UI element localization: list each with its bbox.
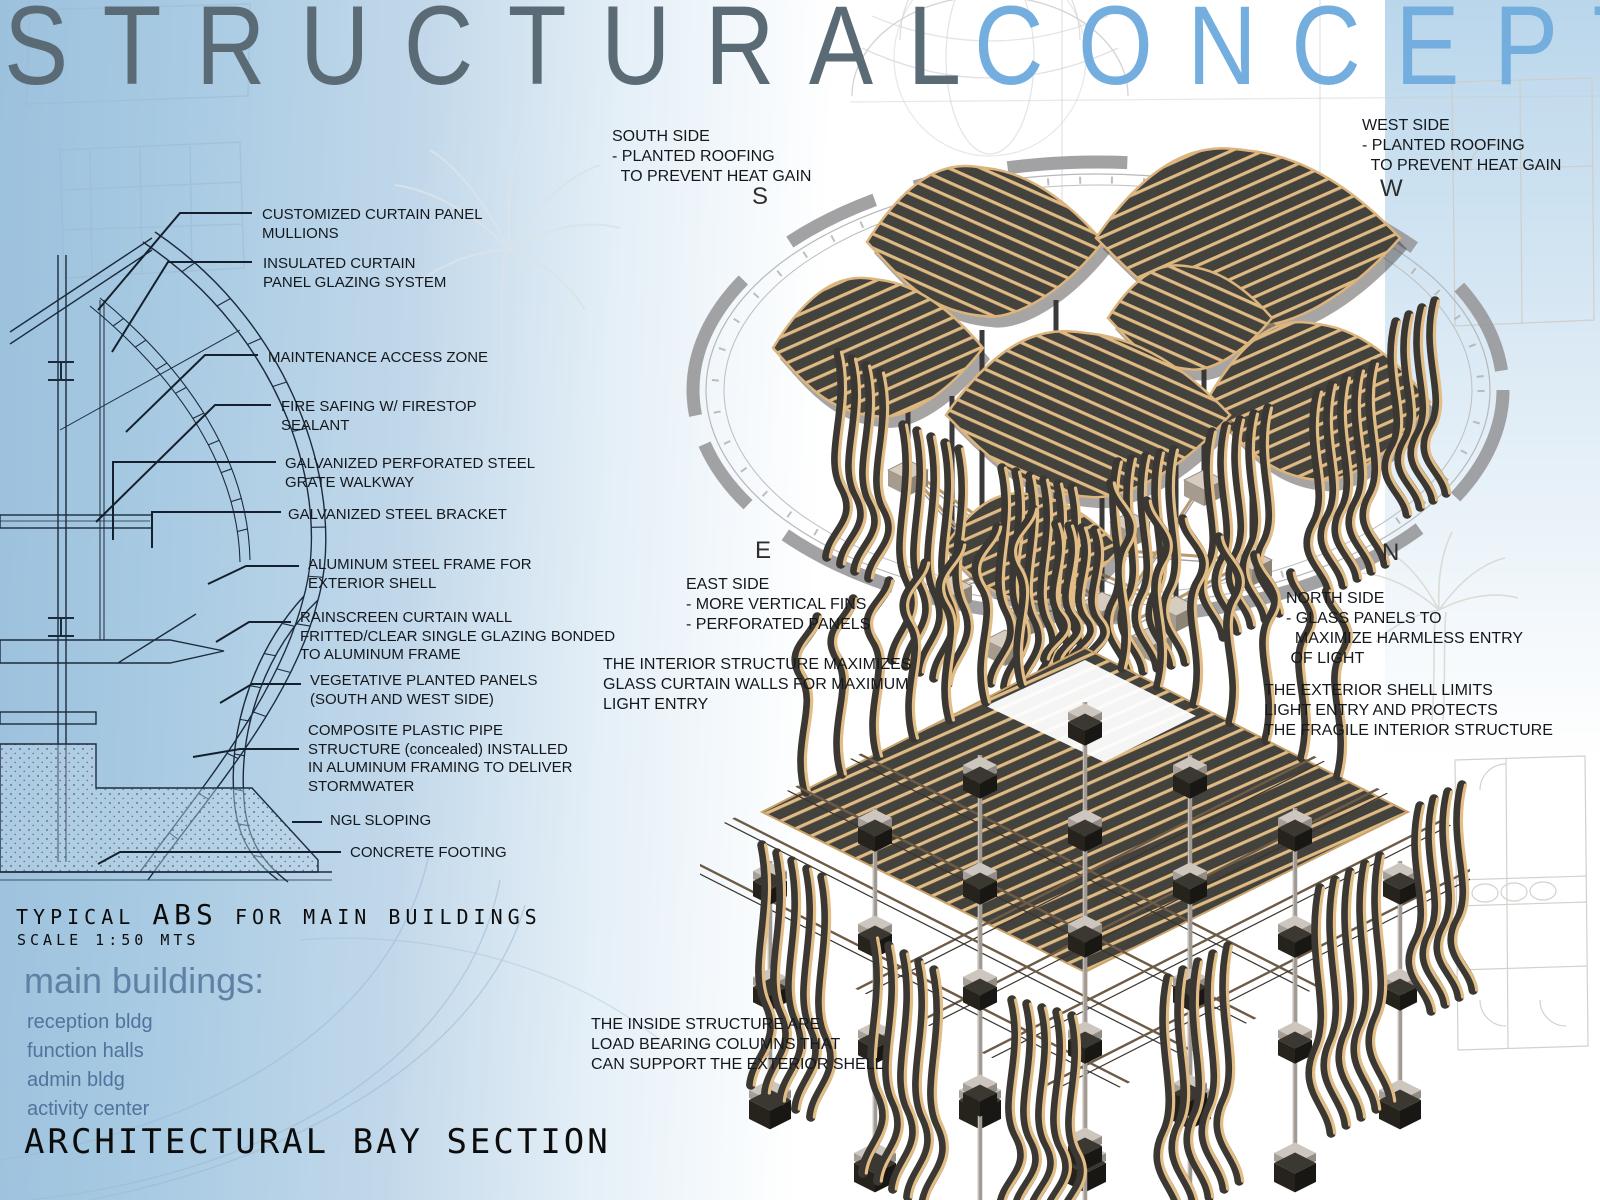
callout-concrete-footing: CONCRETE FOOTING: [350, 844, 507, 861]
callout-maintenance-access-zone: MAINTENANCE ACCESS ZONE: [268, 349, 489, 366]
compass-south: S: [752, 183, 769, 210]
note-east-side: EAST SIDE- MORE VERTICAL FINS- PERFORATE…: [686, 576, 871, 633]
note-south-side: SOUTH SIDE- PLANTED ROOFING TO PREVENT H…: [612, 128, 812, 185]
note-north-side: NORTH SIDE- GLASS PANELS TO MAXIMIZE HAR…: [1286, 590, 1524, 667]
callout-steel-bracket: GALVANIZED STEEL BRACKET: [288, 506, 507, 523]
typical-part1: TYPICAL: [16, 905, 153, 929]
callout-ngl-sloping: NGL SLOPING: [330, 812, 432, 829]
page-title-structural: STRUCTURAL: [4, 0, 996, 108]
footer-title: ARCHITECTURAL BAY SECTION: [24, 1122, 611, 1162]
typical-abs: ABS: [152, 898, 218, 931]
scale-label: SCALE 1:50 MTS: [17, 931, 200, 949]
compass-west: W: [1380, 175, 1403, 202]
note-west-side: WEST SIDE- PLANTED ROOFING TO PREVENT HE…: [1362, 117, 1562, 174]
compass-east: E: [755, 537, 772, 564]
typical-part2: FOR MAIN BUILDINGS: [217, 905, 542, 929]
callout-leader-lines: [95, 212, 341, 865]
rising-ribbons: [791, 478, 1353, 797]
typical-abs-title: TYPICAL ABS FOR MAIN BUILDINGS: [16, 898, 542, 931]
page-title-concept: CONCEPT: [974, 0, 1600, 108]
bottom-axon-view: [700, 478, 1479, 1200]
compass-north: N: [1382, 539, 1400, 566]
callout-vegetative-panels: VEGETATIVE PLANTED PANELS(SOUTH AND WEST…: [310, 672, 538, 708]
left-section-drawing: [0, 231, 332, 883]
main-buildings-heading: main buildings:: [24, 960, 265, 1001]
hanging-ribbons: [746, 780, 1479, 1200]
